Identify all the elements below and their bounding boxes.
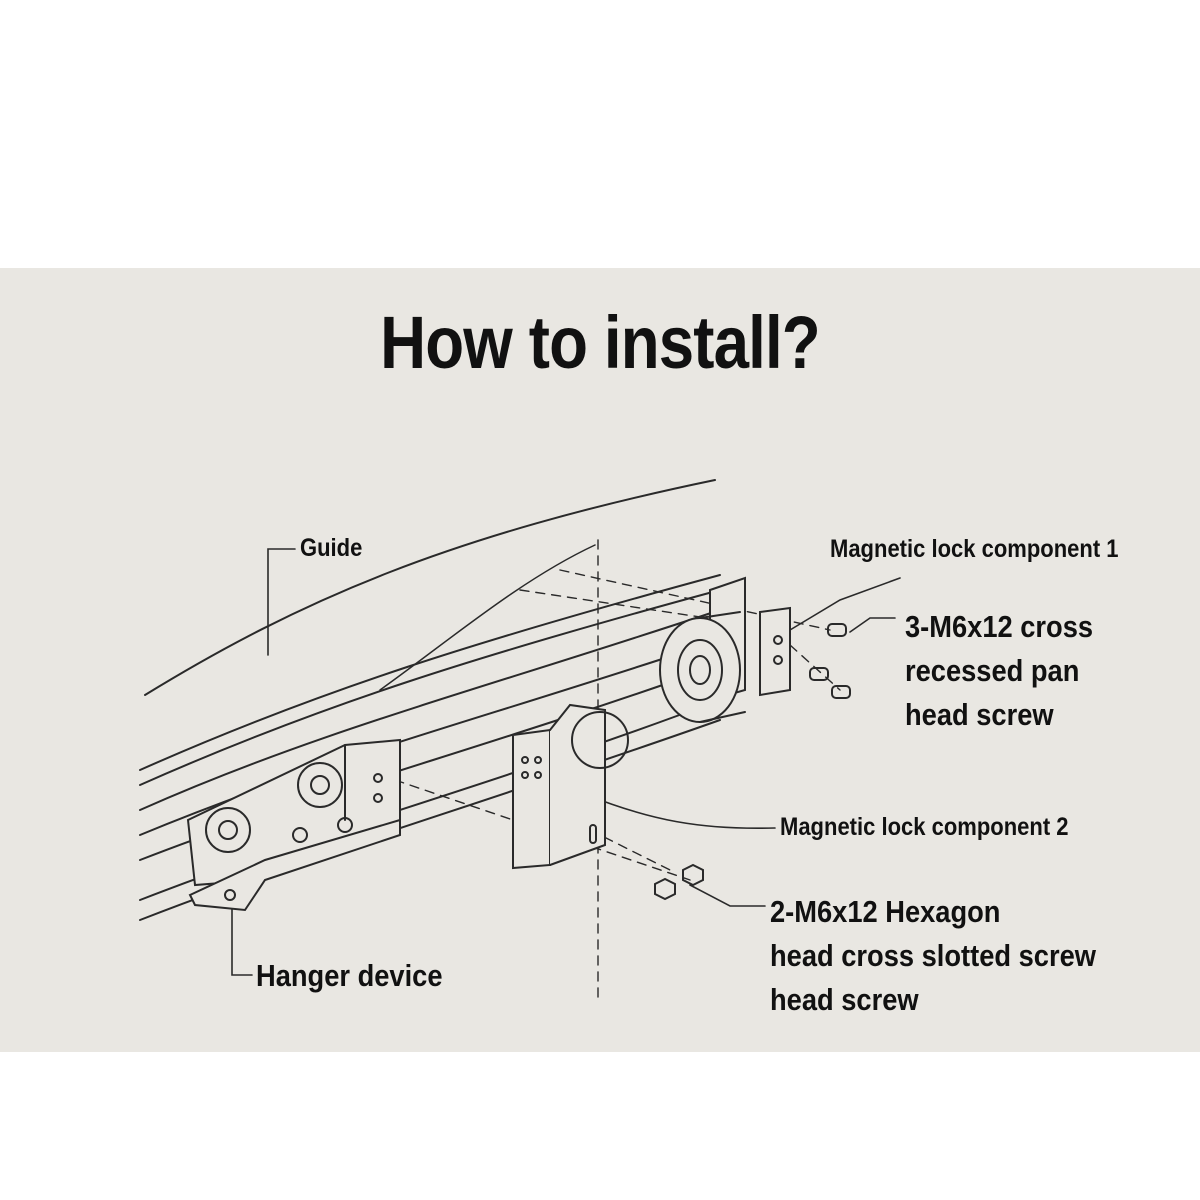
pan-head-screw-label-line: head screw (905, 697, 1054, 732)
magnetic-lock-1-label: Magnetic lock component 1 (830, 535, 1119, 563)
magnetic-lock-component-1 (659, 576, 791, 723)
page-title: How to install? (380, 301, 820, 384)
leader-lines (231, 548, 901, 976)
hexagon-screw-label-line: head screw (770, 982, 919, 1017)
magnetic-lock-2-label: Magnetic lock component 2 (780, 813, 1069, 841)
hanger-device (186, 738, 401, 912)
hanger-device-label: Hanger device (256, 958, 443, 993)
pan-head-screw (809, 667, 829, 681)
pan-head-screw-label: 3-M6x12 cross recessed pan head screw (905, 605, 1093, 737)
pan-head-screw-label-line: 3-M6x12 cross (905, 609, 1094, 644)
hexagon-screw-label-line: 2-M6x12 Hexagon (770, 894, 1001, 929)
screws (654, 623, 851, 901)
hexagon-screw-label-line: head cross slotted screw (770, 938, 1096, 973)
pan-head-screw-label-line: recessed pan (905, 653, 1080, 688)
pan-head-screw (831, 685, 851, 699)
magnetic-lock-component-2 (512, 703, 629, 870)
scanned-sheet (0, 268, 1200, 1052)
pan-head-screw (827, 623, 847, 637)
hexagon-head-screw (682, 863, 704, 887)
hexagon-screw-label: 2-M6x12 Hexagon head cross slotted screw… (770, 890, 1096, 1022)
guide-label: Guide (300, 534, 363, 562)
hexagon-head-screw (654, 877, 676, 901)
